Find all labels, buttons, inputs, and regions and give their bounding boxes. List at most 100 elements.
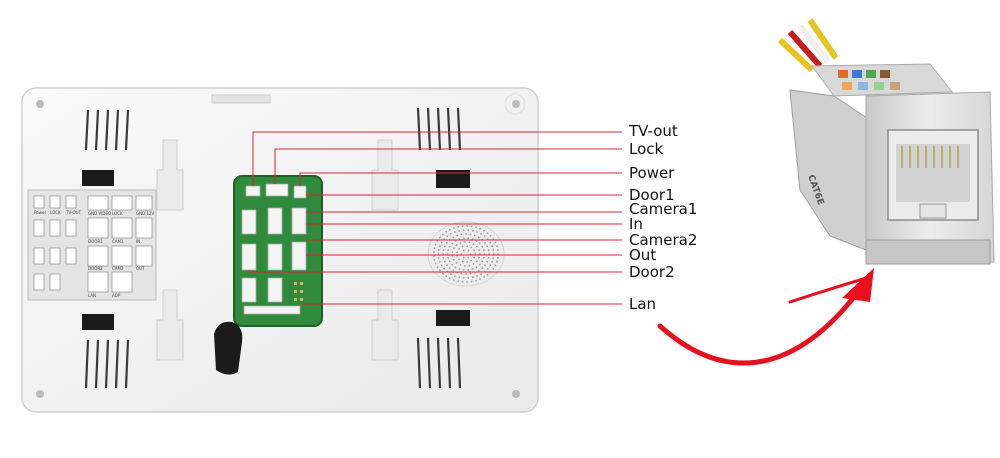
grille-dot <box>491 245 493 247</box>
grille-dot <box>465 273 467 275</box>
grille-dot <box>457 280 459 282</box>
grille-dot <box>465 233 467 235</box>
grille-dot <box>439 245 441 247</box>
grille-dot <box>479 278 481 280</box>
grille-dot <box>462 225 464 227</box>
grille-dot <box>489 242 491 244</box>
grille-dot <box>476 266 478 268</box>
grille-dot <box>481 261 483 263</box>
grille-dot <box>487 274 489 276</box>
sticker-text-tvout: TV-OUT <box>65 210 82 215</box>
grille-dot <box>470 260 472 262</box>
grille-dot <box>470 247 472 249</box>
grille-dot <box>456 235 458 237</box>
grille-dot <box>484 242 486 244</box>
wiring-diagram-sticker: Power LOCK TV-OUT GND VIDEO LOCK GND 12V… <box>28 190 156 300</box>
grille-dot <box>469 265 471 267</box>
label-power: Power <box>629 166 674 181</box>
grille-dot <box>470 273 472 275</box>
sticker-text-out: OUT <box>136 266 145 271</box>
grille-dot <box>449 277 451 279</box>
grille-dot <box>458 230 460 232</box>
grille-dot <box>461 234 463 236</box>
grille-dot <box>478 237 480 239</box>
grille-dot <box>478 249 480 251</box>
grille-dot <box>451 264 453 266</box>
grille-dot <box>469 242 471 244</box>
label-lan: Lan <box>629 297 656 312</box>
sticker-text-adp: ADP <box>112 293 121 298</box>
grille-dot <box>453 279 455 281</box>
grille-dot <box>472 230 474 232</box>
grille-dot <box>487 268 489 270</box>
grille-dot <box>495 265 497 267</box>
grille-dot <box>456 262 458 264</box>
grille-dot <box>471 281 473 283</box>
grille-dot <box>463 229 465 231</box>
grille-dot <box>467 229 469 231</box>
grille-dot <box>451 243 453 245</box>
sticker-text-in: IN <box>136 239 140 244</box>
grille-dot <box>473 263 475 265</box>
grille-dot <box>446 235 448 237</box>
grille-dot <box>489 265 491 267</box>
grille-dot <box>466 225 468 227</box>
grille-dot <box>492 249 494 251</box>
grille-dot <box>487 232 489 234</box>
grille-dot <box>474 235 476 237</box>
grille-dot <box>463 277 465 279</box>
grille-dot <box>483 276 485 278</box>
grille-dot <box>467 257 469 259</box>
grille-dot <box>447 257 449 259</box>
grille-dot <box>472 268 474 270</box>
sticker-text-cam1: CAM1 <box>112 239 124 244</box>
grille-dot <box>467 277 469 279</box>
grille-dot <box>449 261 451 263</box>
grille-dot <box>488 257 490 259</box>
grille-dot <box>462 261 464 263</box>
grille-dot <box>460 242 462 244</box>
grille-dot <box>439 270 441 272</box>
grille-dot <box>492 268 494 270</box>
grille-dot <box>467 250 469 252</box>
grille-dot <box>458 276 460 278</box>
speaker-grille <box>428 222 504 286</box>
label-in: In <box>629 217 643 232</box>
sticker-text-door2: DOOR2 <box>88 266 103 271</box>
grille-dot <box>467 269 469 271</box>
grille-dot <box>479 228 481 230</box>
grille-dot <box>481 267 483 269</box>
grille-dot <box>439 261 441 263</box>
grille-dot <box>456 251 458 253</box>
sticker-text-gnd-video: GND VIDEO <box>88 211 111 216</box>
grille-dot <box>496 261 498 263</box>
grille-dot <box>470 234 472 236</box>
grille-dot <box>438 257 440 259</box>
grille-dot <box>449 267 451 269</box>
label-door2: Door2 <box>629 265 675 280</box>
grille-dot <box>446 264 448 266</box>
grille-dot <box>454 231 456 233</box>
grille-dot <box>442 234 444 236</box>
sticker-text-gnd-12v: GND 12V <box>136 211 155 216</box>
sticker-text-cam2: CAM2 <box>112 266 124 271</box>
grille-dot <box>479 243 481 245</box>
grille-dot <box>491 261 493 263</box>
grille-dot <box>441 242 443 244</box>
grille-dot <box>452 237 454 239</box>
grille-dot <box>461 273 463 275</box>
grille-dot <box>480 233 482 235</box>
sticker-text-door1: DOOR1 <box>88 239 103 244</box>
grille-dot <box>454 275 456 277</box>
grille-dot <box>473 249 475 251</box>
grille-dot <box>450 273 452 275</box>
grille-dot <box>479 264 481 266</box>
grille-dot <box>462 281 464 283</box>
grille-dot <box>447 249 449 251</box>
grille-dot <box>483 230 485 232</box>
grille-dot <box>488 249 490 251</box>
grille-dot <box>484 264 486 266</box>
grille-dot <box>490 235 492 237</box>
grille-dot <box>464 265 466 267</box>
